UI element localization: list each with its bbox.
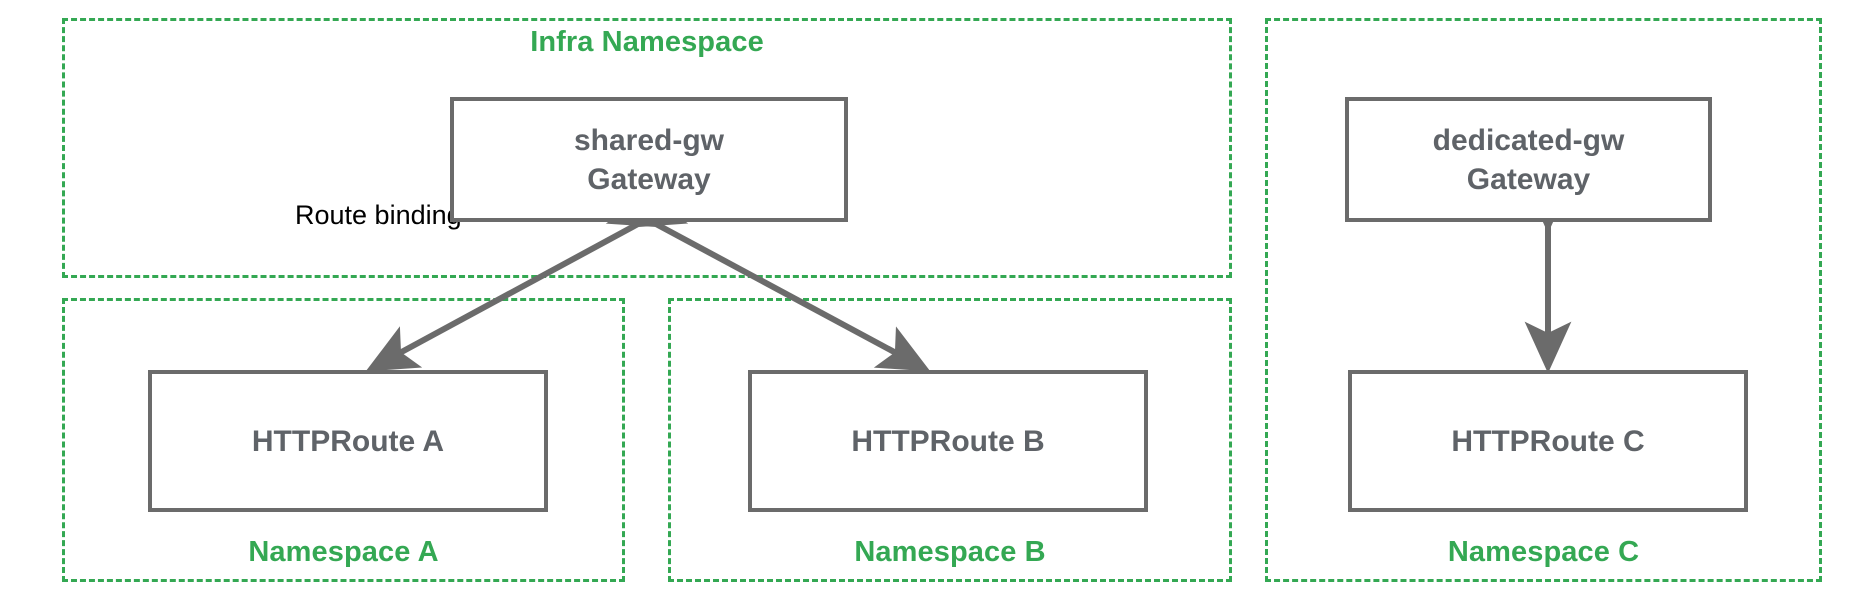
namespace-container-c <box>1265 18 1822 582</box>
resource-label-httproute-a: HTTPRoute A <box>251 424 445 458</box>
namespace-label-c: Namespace C <box>1447 536 1640 568</box>
resource-label-shared-gw: shared-gw Gateway <box>454 121 844 199</box>
resource-label-httproute-c: HTTPRoute C <box>1451 424 1645 458</box>
resource-label-httproute-b: HTTPRoute B <box>851 424 1045 458</box>
namespace-label-infra: Infra Namespace <box>530 26 764 58</box>
namespace-label-b: Namespace B <box>854 536 1046 568</box>
namespace-label-a: Namespace A <box>248 536 439 568</box>
resource-label-dedicated-gw: dedicated-gw Gateway <box>1349 121 1708 199</box>
resource-box-httproute-b[interactable]: HTTPRoute B <box>748 370 1148 512</box>
resource-kind-shared-gw: Gateway <box>587 162 711 196</box>
resource-kind-dedicated-gw: Gateway <box>1466 162 1591 196</box>
resource-name-dedicated-gw: dedicated-gw <box>1432 123 1625 157</box>
resource-box-httproute-a[interactable]: HTTPRoute A <box>148 370 548 512</box>
resource-name-shared-gw: shared-gw <box>573 123 725 157</box>
namespace-container-b <box>668 298 1232 582</box>
edge-label-route-binding: Route binding <box>295 200 462 230</box>
resource-box-shared-gw[interactable]: shared-gw Gateway <box>450 97 848 222</box>
resource-box-httproute-c[interactable]: HTTPRoute C <box>1348 370 1748 512</box>
namespace-container-a <box>62 298 625 582</box>
resource-box-dedicated-gw[interactable]: dedicated-gw Gateway <box>1345 97 1712 222</box>
